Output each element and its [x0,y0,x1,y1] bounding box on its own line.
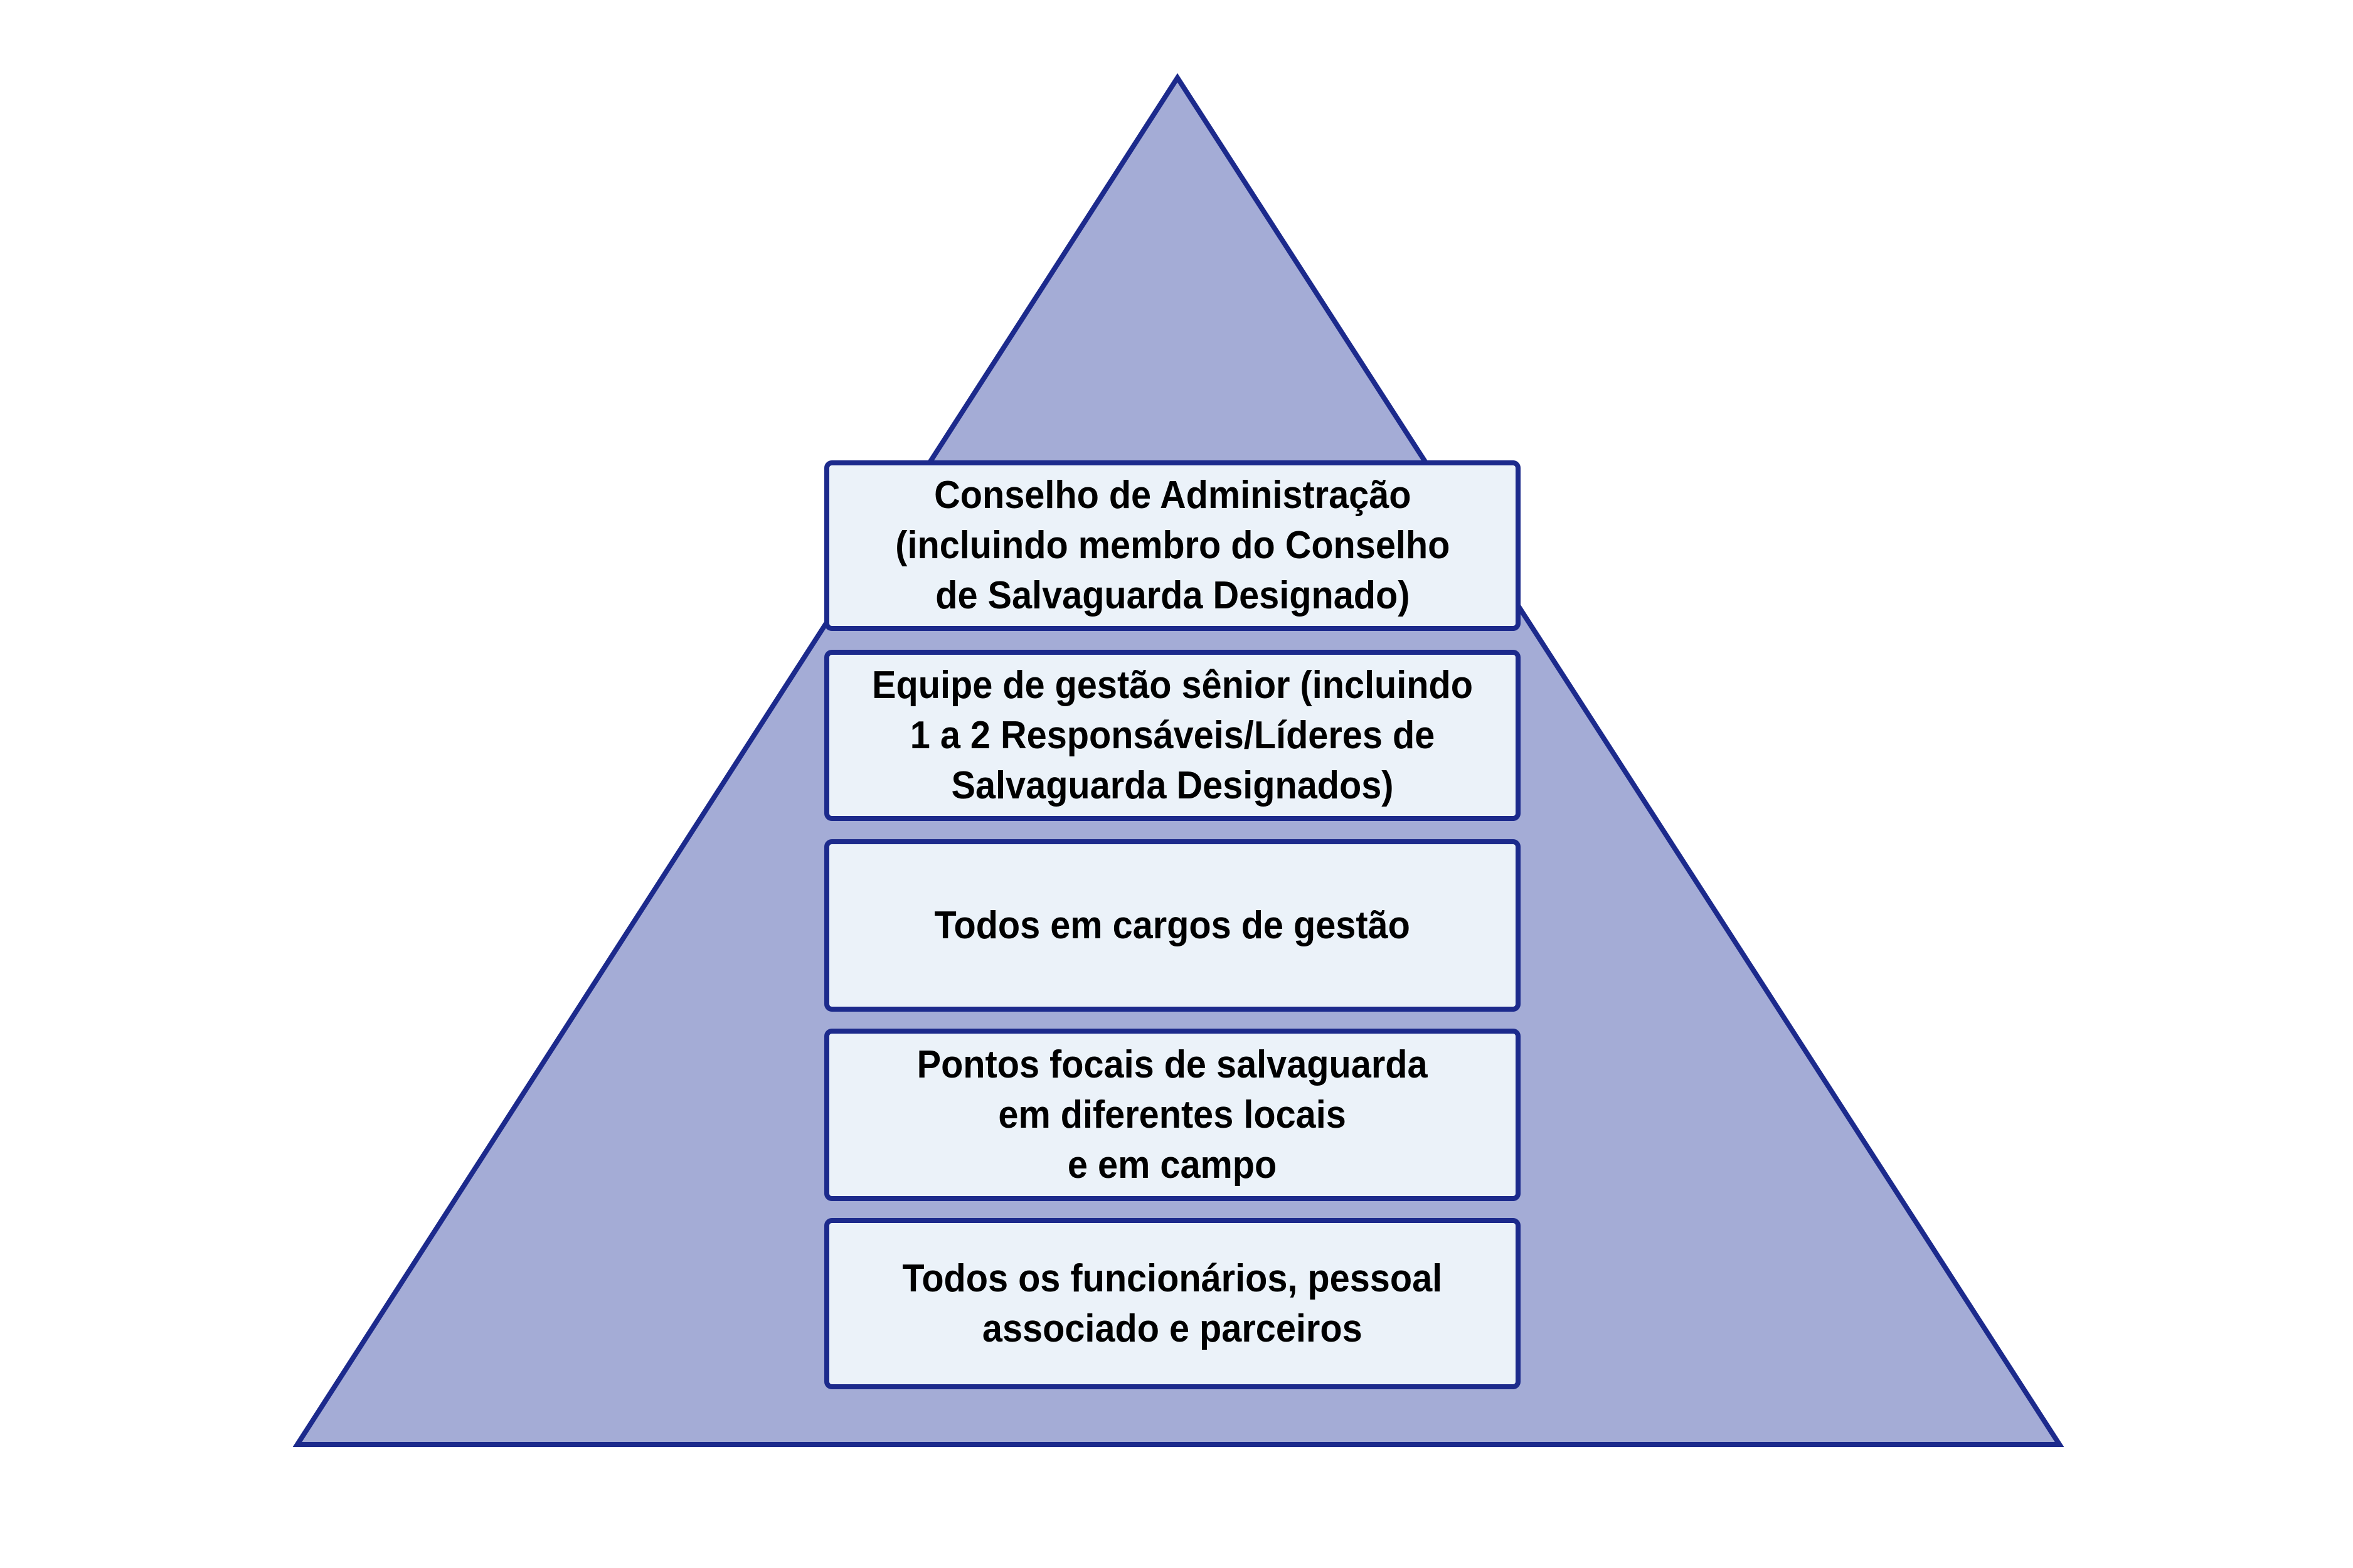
tier-safeguarding-focal-points: Pontos focais de salvaguarda em diferent… [824,1029,1521,1201]
tier-board-of-directors: Conselho de Administração (incluindo mem… [824,460,1521,631]
tier-label: Equipe de gestão sênior (incluindo 1 a 2… [872,663,1473,807]
tier-label: Conselho de Administração (incluindo mem… [895,474,1450,617]
tier-senior-management: Equipe de gestão sênior (incluindo 1 a 2… [824,650,1521,821]
tier-label: Pontos focais de salvaguarda em diferent… [917,1042,1428,1187]
tier-label: Todos os funcionários, pessoal associado… [902,1256,1443,1350]
tier-all-staff-partners: Todos os funcionários, pessoal associado… [824,1218,1521,1389]
tier-all-managers: Todos em cargos de gestão [824,839,1521,1012]
tier-label: Todos em cargos de gestão [934,903,1411,947]
